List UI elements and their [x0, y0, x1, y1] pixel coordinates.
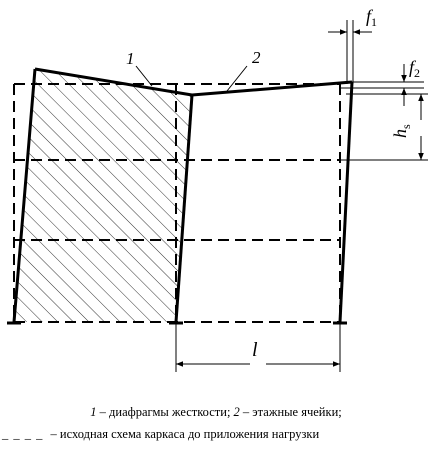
- f1-label: f1: [366, 6, 377, 29]
- marker-1-leader: [135, 65, 153, 87]
- deformed-frame: [12, 67, 354, 323]
- f2-dimension: [340, 64, 424, 106]
- marker-2-label: 2: [252, 48, 261, 67]
- caption-line-1: 1 – диафрагмы жесткости; 2 – этажные яче…: [0, 405, 432, 420]
- hs-dimension: [340, 93, 428, 161]
- dashed-line-legend-text: – исходная схема каркаса до приложения н…: [47, 427, 320, 441]
- marker-1-label: 1: [126, 49, 135, 68]
- hs-label: hs: [390, 124, 413, 138]
- caption-item2-text: – этажные ячейки;: [239, 405, 342, 419]
- span-dimension: [175, 324, 341, 372]
- f1-dimension: [328, 20, 372, 84]
- caption-item1-number: 1: [90, 405, 97, 419]
- caption-item2-number: 2: [233, 405, 240, 419]
- dashed-line-legend: _ _ _ _: [2, 427, 44, 441]
- stiffness-diaphragm-hatch: [14, 69, 192, 322]
- marker-2-leader: [226, 65, 248, 92]
- caption-item1-text: – диафрагмы жесткости;: [96, 405, 234, 419]
- f2-label: f2: [409, 57, 420, 80]
- span-label: l: [252, 339, 258, 361]
- caption-line-2: _ _ _ _ – исходная схема каркаса до прил…: [2, 427, 432, 442]
